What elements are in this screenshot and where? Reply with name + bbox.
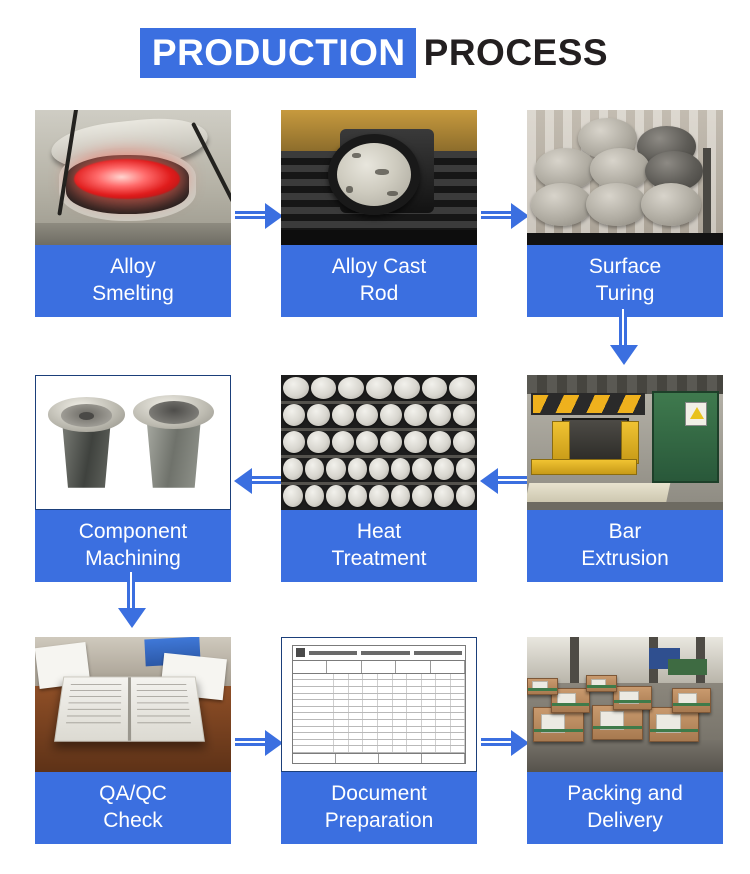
arrow-cast-rod-to-surface-turing	[481, 203, 529, 229]
arrow-document-preparation-to-packing	[481, 730, 529, 756]
document-preparation-image	[281, 637, 477, 772]
alloy-smelting-label-line1: Alloy	[110, 255, 156, 278]
component-machining-caption: Component Machining	[35, 510, 231, 582]
page-title-highlight: PRODUCTION	[139, 28, 416, 78]
alloy-cast-rod-label-line1: Alloy Cast	[331, 255, 427, 278]
alloy-smelting-label-line2: Smelting	[92, 282, 174, 305]
bar-extrusion-label-line2: Extrusion	[581, 547, 669, 570]
surface-turing-label-line1: Surface	[588, 255, 662, 278]
page-title-rest: PROCESS	[423, 32, 609, 73]
alloy-smelting-image	[35, 110, 231, 245]
component-machining-label-line2: Machining	[85, 547, 181, 570]
heat-treatment-image	[281, 375, 477, 510]
arrow-component-machining-to-qa-qc	[107, 572, 159, 628]
packing-and-delivery-caption: Packing and Delivery	[527, 772, 723, 844]
heat-treatment-label-line1: Heat	[356, 520, 402, 543]
surface-turing-image	[527, 110, 723, 245]
process-step-document-preparation[interactable]: Document Preparation	[281, 637, 477, 844]
process-step-surface-turing[interactable]: Surface Turing	[527, 110, 723, 317]
arrow-heat-treatment-to-component-machining	[234, 468, 282, 494]
heat-treatment-caption: Heat Treatment	[281, 510, 477, 582]
process-step-component-machining[interactable]: Component Machining	[35, 375, 231, 582]
process-step-grid: Alloy Smelting Alloy C	[35, 110, 725, 855]
alloy-cast-rod-label-line2: Rod	[359, 282, 399, 305]
process-step-bar-extrusion[interactable]: Bar Extrusion	[527, 375, 723, 582]
bar-extrusion-label-line1: Bar	[608, 520, 642, 543]
qa-qc-check-caption: QA/QC Check	[35, 772, 231, 844]
process-step-qa-qc-check[interactable]: QA/QC Check	[35, 637, 231, 844]
arrow-smelting-to-cast-rod	[235, 203, 283, 229]
document-preparation-caption: Document Preparation	[281, 772, 477, 844]
component-machining-label-line1: Component	[78, 520, 188, 543]
alloy-smelting-caption: Alloy Smelting	[35, 245, 231, 317]
heat-treatment-label-line2: Treatment	[331, 547, 427, 570]
arrow-bar-extrusion-to-heat-treatment	[480, 468, 528, 494]
process-step-alloy-cast-rod[interactable]: Alloy Cast Rod	[281, 110, 477, 317]
alloy-cast-rod-image	[281, 110, 477, 245]
packing-and-delivery-label-line2: Delivery	[587, 809, 663, 832]
qa-qc-check-image	[35, 637, 231, 772]
qa-qc-check-label-line2: Check	[103, 809, 163, 832]
document-preparation-label-line1: Document	[331, 782, 427, 805]
bar-extrusion-caption: Bar Extrusion	[527, 510, 723, 582]
alloy-cast-rod-caption: Alloy Cast Rod	[281, 245, 477, 317]
packing-and-delivery-image	[527, 637, 723, 772]
document-preparation-label-line2: Preparation	[324, 809, 434, 832]
qa-qc-check-label-line1: QA/QC	[99, 782, 167, 805]
bar-extrusion-image	[527, 375, 723, 510]
surface-turing-label-line2: Turing	[595, 282, 655, 305]
surface-turing-caption: Surface Turing	[527, 245, 723, 317]
arrow-qa-qc-to-document-preparation	[235, 730, 283, 756]
arrow-surface-turing-to-bar-extrusion	[599, 309, 651, 365]
component-machining-image	[35, 375, 231, 510]
process-step-alloy-smelting[interactable]: Alloy Smelting	[35, 110, 231, 317]
packing-and-delivery-label-line1: Packing and	[567, 782, 683, 805]
process-step-heat-treatment[interactable]: Heat Treatment	[281, 375, 477, 582]
process-step-packing-and-delivery[interactable]: Packing and Delivery	[527, 637, 723, 844]
